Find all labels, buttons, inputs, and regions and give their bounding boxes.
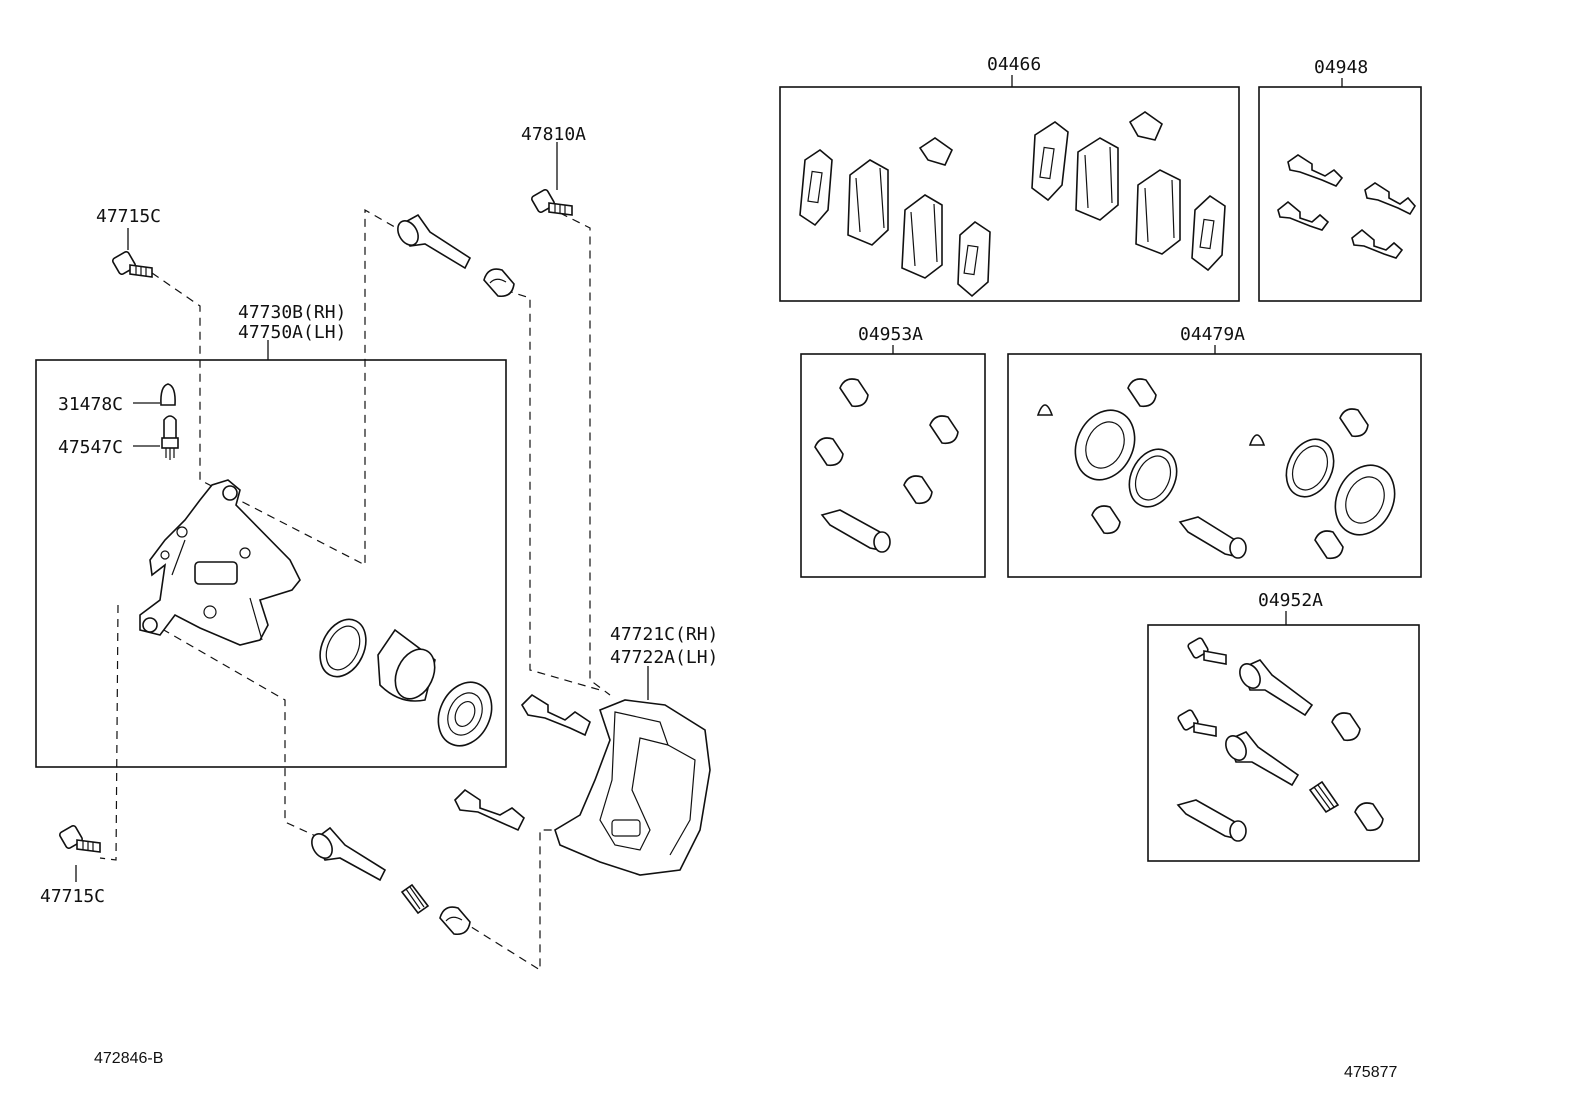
- brake-pad-set: [799, 111, 1226, 298]
- label-31478c: 31478C: [58, 394, 123, 415]
- kit-frame-04948: [1258, 86, 1422, 302]
- slide-pin-lower: [311, 826, 387, 882]
- pad-support-clip-lower: [454, 788, 525, 832]
- slide-pin-spring: [400, 883, 430, 915]
- bleeder-cap-31478c: [160, 383, 176, 406]
- label-47810a: 47810A: [521, 124, 586, 145]
- label-47721c-rh: 47721C(RH): [610, 624, 718, 645]
- label-47715c-bottom: 47715C: [40, 886, 105, 907]
- label-47730b-rh: 47730B(RH): [238, 302, 346, 323]
- bleeder-plug-47547c: [161, 415, 179, 460]
- bolt-47715c-bottom: [59, 825, 101, 853]
- caliper-assembly-frame: [35, 359, 507, 768]
- caliper-body: [139, 479, 301, 646]
- caliper-mounting-bracket: [554, 699, 711, 876]
- piston: [377, 628, 436, 702]
- boot-kit-parts-04953a: [814, 378, 959, 553]
- label-47750a-lh: 47750A(LH): [238, 322, 346, 343]
- pad-support-clip-upper: [520, 693, 591, 737]
- bolt-47810a: [531, 189, 573, 216]
- slide-pin-upper: [397, 213, 472, 270]
- pad-support-clip-set: [1277, 154, 1416, 259]
- cylinder-kit-parts-04479a: [1036, 378, 1396, 560]
- label-47715c-top: 47715C: [96, 206, 161, 227]
- diagram-reference-left: 472846-B: [94, 1050, 163, 1067]
- label-04479a: 04479A: [1180, 324, 1245, 345]
- slide-pin-boot-upper: [483, 268, 515, 298]
- label-04948: 04948: [1314, 57, 1368, 78]
- label-04952a: 04952A: [1258, 590, 1323, 611]
- label-47547c: 47547C: [58, 437, 123, 458]
- kit-frame-04466: [779, 86, 1240, 302]
- piston-seal: [319, 618, 367, 678]
- kit-frame-04479a: [1007, 353, 1422, 578]
- label-04953a: 04953A: [858, 324, 923, 345]
- kit-frame-04952a: [1147, 624, 1420, 862]
- diagram-reference-right: 475877: [1344, 1064, 1397, 1081]
- slide-pin-kit-parts-04952a: [1176, 637, 1384, 842]
- slide-pin-boot-lower: [439, 906, 471, 936]
- piston-boot: [437, 681, 493, 747]
- dashed-leaders: [99, 208, 611, 972]
- part-leaders: [75, 142, 649, 882]
- label-04466: 04466: [987, 54, 1041, 75]
- kit-frame-04953a: [800, 353, 986, 578]
- bolt-47715c-top: [112, 251, 153, 278]
- label-47722a-lh: 47722A(LH): [610, 647, 718, 668]
